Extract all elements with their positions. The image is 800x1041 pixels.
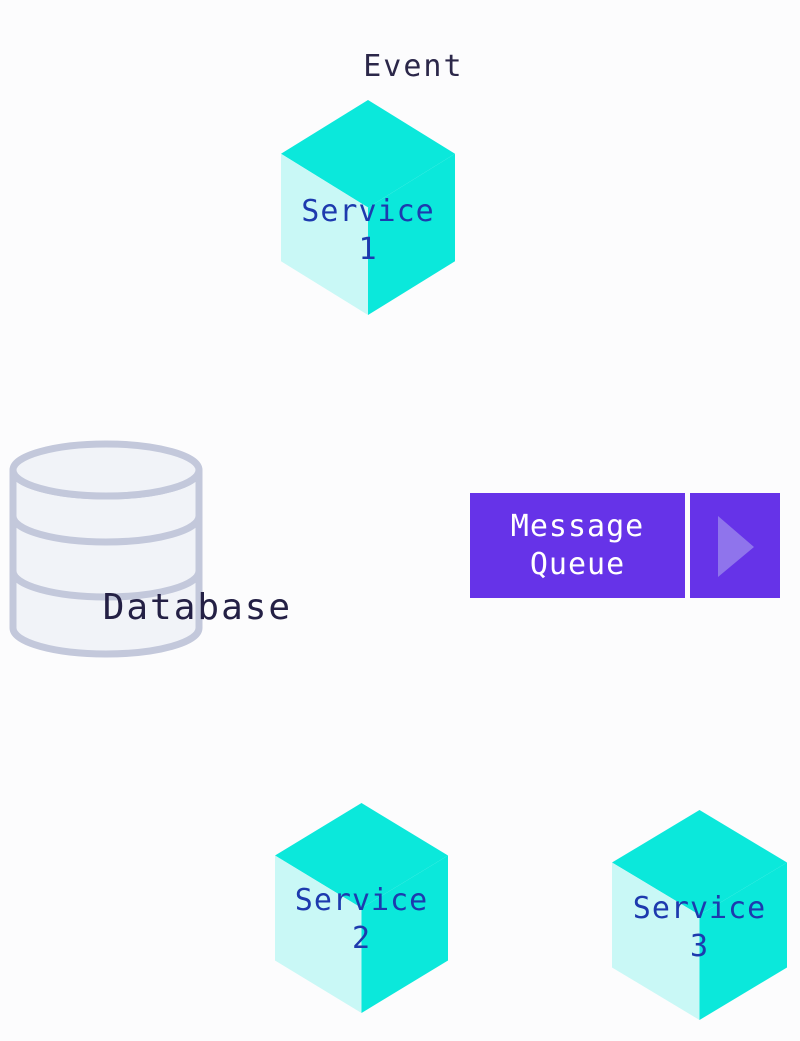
cube-right-face bbox=[361, 855, 448, 1013]
service-2-cube-icon bbox=[275, 803, 448, 1013]
database-divider-2 bbox=[9, 570, 203, 601]
service-1-name: Service bbox=[301, 194, 435, 229]
service-1-cube-icon bbox=[281, 100, 455, 315]
database-top-ellipse bbox=[9, 440, 203, 500]
play-triangle bbox=[718, 516, 754, 577]
database-cylinder-icon bbox=[9, 440, 203, 658]
cube-left-face bbox=[281, 153, 368, 315]
cube-left-face bbox=[275, 855, 362, 1013]
cube-left-face bbox=[612, 862, 700, 1020]
service-3-name: Service bbox=[632, 891, 767, 926]
event-label: Event bbox=[283, 10, 461, 124]
database-label: Database bbox=[8, 551, 290, 665]
database-divider-1 bbox=[9, 515, 203, 546]
message-queue-line2: Queue bbox=[529, 546, 626, 582]
play-icon bbox=[718, 516, 754, 577]
service-1-number: 1 bbox=[358, 232, 378, 267]
event-label-text: Event bbox=[363, 49, 464, 84]
cube-right-face bbox=[699, 862, 787, 1020]
service-2-number: 2 bbox=[351, 921, 372, 956]
message-queue-play-tile bbox=[690, 493, 780, 598]
cube-right-face bbox=[368, 153, 455, 315]
service-3-cube-icon bbox=[612, 810, 787, 1020]
database-label-text: Database bbox=[102, 587, 293, 628]
service-2-name: Service bbox=[294, 883, 429, 918]
message-queue-line1: Message bbox=[510, 508, 645, 544]
service-3-number: 3 bbox=[689, 929, 710, 964]
